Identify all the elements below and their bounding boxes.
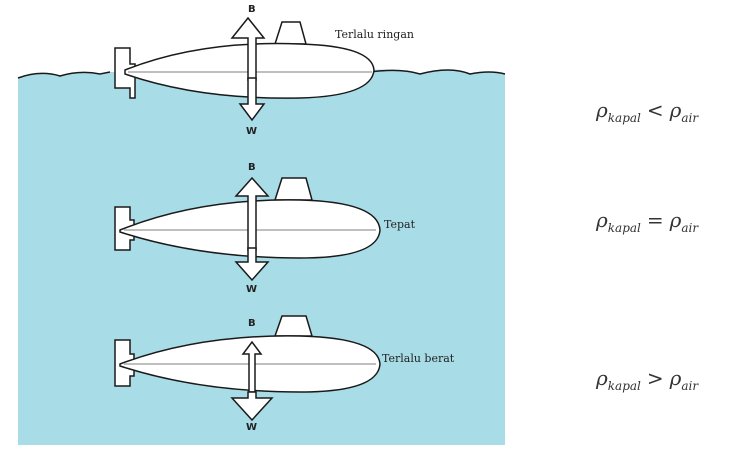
formula-equal: ρkapal=ρair bbox=[596, 208, 698, 235]
operator-less: < bbox=[646, 98, 664, 122]
operator-greater: > bbox=[646, 366, 664, 390]
sub-kapal: kapal bbox=[607, 221, 641, 235]
sub-air: air bbox=[681, 379, 699, 393]
buoyancy-letter-floating: B bbox=[248, 4, 256, 15]
rho-water: ρ bbox=[669, 366, 682, 390]
water-surface-line bbox=[17, 69, 506, 79]
rho-water: ρ bbox=[669, 98, 682, 122]
label-floating: Terlalu ringan bbox=[335, 28, 414, 41]
rho-ship: ρ bbox=[596, 366, 608, 390]
formula-heavier: ρkapal>ρair bbox=[596, 366, 698, 393]
buoyancy-letter-sinking: B bbox=[248, 318, 256, 329]
sub-air: air bbox=[681, 111, 699, 125]
operator-equal: = bbox=[646, 208, 664, 232]
buoyancy-letter-neutral: B bbox=[248, 162, 256, 173]
weight-arrow-floating bbox=[238, 77, 266, 122]
weight-letter-floating: W bbox=[246, 126, 258, 137]
weight-arrow-neutral bbox=[234, 247, 270, 282]
rho-ship: ρ bbox=[596, 208, 608, 232]
sub-kapal: kapal bbox=[607, 379, 641, 393]
label-sinking: Terlalu berat bbox=[382, 352, 455, 365]
sub-air: air bbox=[681, 221, 699, 235]
rho-water: ρ bbox=[669, 208, 682, 232]
weight-letter-sinking: W bbox=[246, 422, 258, 433]
weight-letter-neutral: W bbox=[246, 284, 258, 295]
formula-lighter: ρkapal<ρair bbox=[596, 98, 698, 125]
rho-ship: ρ bbox=[596, 98, 608, 122]
label-neutral: Tepat bbox=[384, 218, 416, 231]
sub-kapal: kapal bbox=[607, 111, 641, 125]
weight-arrow-sinking bbox=[230, 391, 274, 422]
